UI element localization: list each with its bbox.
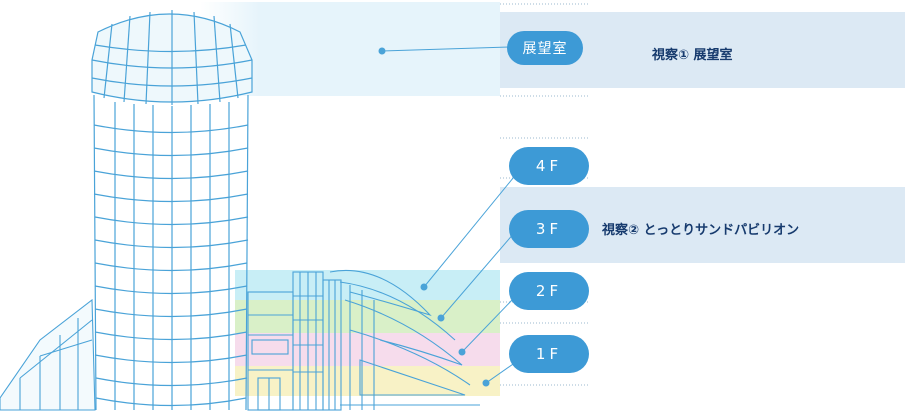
pavilion	[247, 269, 480, 411]
floor-2f-button[interactable]: 2F	[509, 272, 589, 310]
floor3-band	[235, 300, 500, 333]
floor-3f-button[interactable]: 3F	[509, 210, 589, 248]
tour2-label[interactable]: 視察② とっとりサンドパビリオン	[602, 223, 800, 238]
left-wing	[0, 298, 96, 411]
observation-room-button[interactable]: 展望室	[507, 31, 583, 65]
tour1-label[interactable]: 視察① 展望室	[652, 48, 733, 63]
tower	[91, 10, 253, 411]
leader-lines	[378, 46, 519, 387]
floor-4f-button[interactable]: 4F	[509, 147, 589, 185]
floor1-band	[235, 366, 500, 396]
floor4-band	[235, 270, 500, 300]
floor-1f-button[interactable]: 1F	[509, 335, 589, 373]
